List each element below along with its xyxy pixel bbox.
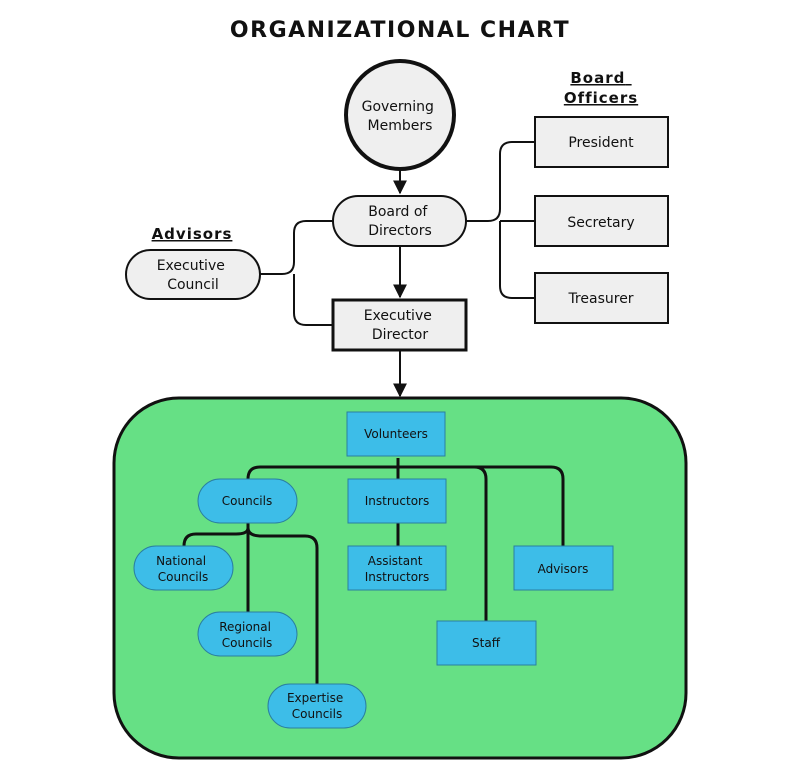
node-president[interactable]: President bbox=[534, 116, 669, 168]
node-executive-director[interactable]: Executive Director bbox=[331, 298, 468, 352]
node-label: Secretary bbox=[567, 215, 634, 231]
node-label: Board of Directors bbox=[368, 204, 432, 239]
node-label-line: National bbox=[156, 554, 206, 568]
node-label: Councils bbox=[222, 494, 272, 508]
node-treasurer[interactable]: Treasurer bbox=[534, 272, 669, 324]
advisors-heading: Advisors bbox=[152, 225, 233, 243]
node-expertise-councils[interactable]: Expertise Councils bbox=[267, 683, 367, 729]
node-label-line: Councils bbox=[292, 707, 342, 721]
node-label-line: Councils bbox=[158, 570, 208, 584]
node-label: Treasurer bbox=[567, 291, 633, 307]
node-label-line: Executive bbox=[157, 258, 225, 274]
node-label: Expertise Councils bbox=[287, 691, 347, 721]
node-label-line: Members bbox=[368, 118, 433, 134]
node-label: Assistant Instructors bbox=[365, 554, 429, 584]
node-regional-councils[interactable]: Regional Councils bbox=[197, 611, 298, 657]
node-label: President bbox=[568, 135, 634, 151]
node-label: Regional Councils bbox=[219, 620, 275, 650]
node-label: National Councils bbox=[156, 554, 210, 584]
node-councils[interactable]: Councils bbox=[197, 478, 298, 524]
node-label: Staff bbox=[472, 636, 501, 650]
board-officers-heading-line: Board bbox=[570, 69, 625, 87]
node-label-line: Instructors bbox=[365, 570, 429, 584]
node-label: Instructors bbox=[365, 494, 429, 508]
node-volunteers[interactable]: Volunteers bbox=[346, 411, 446, 457]
node-label-line: Councils bbox=[222, 636, 272, 650]
node-staff[interactable]: Staff bbox=[436, 620, 537, 666]
node-label: Volunteers bbox=[364, 427, 428, 441]
node-label-line: Director bbox=[372, 327, 428, 343]
node-label-line: Board of bbox=[368, 204, 428, 220]
connector-volunteers-to-advisors bbox=[398, 465, 565, 547]
node-advisors[interactable]: Advisors bbox=[513, 545, 614, 591]
node-secretary[interactable]: Secretary bbox=[534, 195, 669, 247]
node-assistant-instructors[interactable]: Assistant Instructors bbox=[347, 545, 447, 591]
node-label-line: Council bbox=[167, 277, 219, 293]
connector-councils-to-expertise bbox=[246, 527, 319, 685]
node-label-line: Assistant bbox=[368, 554, 423, 568]
node-board-of-directors[interactable]: Board of Directors bbox=[332, 195, 467, 247]
page-title: ORGANIZATIONAL CHART bbox=[230, 18, 570, 43]
node-executive-council[interactable]: Executive Council bbox=[125, 249, 261, 300]
node-label-line: Directors bbox=[368, 223, 432, 239]
node-label: Executive Director bbox=[364, 308, 437, 343]
connector-officers-bracket bbox=[466, 141, 535, 299]
node-instructors[interactable]: Instructors bbox=[347, 478, 447, 524]
node-governing-members[interactable]: Governing Members bbox=[344, 59, 456, 171]
connector-advisors-bracket bbox=[260, 220, 333, 326]
node-national-councils[interactable]: National Councils bbox=[133, 545, 234, 591]
node-label: Governing Members bbox=[362, 99, 439, 134]
node-label-line: Expertise bbox=[287, 691, 343, 705]
board-officers-heading: Board Officers bbox=[564, 69, 638, 107]
node-label-line: Executive bbox=[364, 308, 432, 324]
node-label: Executive Council bbox=[157, 258, 230, 293]
board-officers-heading-line: Officers bbox=[564, 89, 638, 107]
node-label-line: Governing bbox=[362, 99, 434, 115]
node-label-line: Regional bbox=[219, 620, 271, 634]
node-label: Advisors bbox=[538, 562, 589, 576]
